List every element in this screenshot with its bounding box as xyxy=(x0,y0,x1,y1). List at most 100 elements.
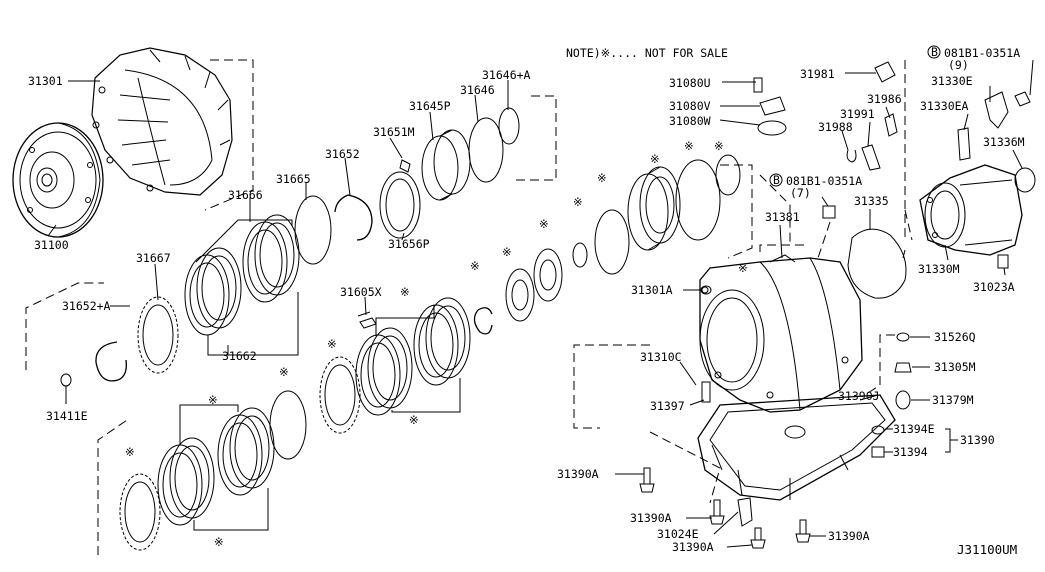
converter-housing xyxy=(91,47,233,196)
plug-31305m xyxy=(894,362,912,373)
callout-31397[interactable]: 31397 xyxy=(650,399,685,413)
callout-31390j[interactable]: 31390J xyxy=(838,389,880,403)
star-mark: ※ xyxy=(214,535,224,549)
snap-ring-31652 xyxy=(334,194,373,241)
seal-31336m xyxy=(1014,167,1036,193)
o-ring-31526q xyxy=(896,332,910,342)
callout-31305m[interactable]: 31305M xyxy=(934,360,976,374)
bolt-31390a-1 xyxy=(639,467,655,493)
callout-31652[interactable]: 31652 xyxy=(325,147,360,161)
callout-31080w[interactable]: 31080W xyxy=(669,114,711,128)
torque-converter xyxy=(12,122,104,238)
callout-31390a-3[interactable]: 31390A xyxy=(672,540,714,554)
bracket-31330ea xyxy=(957,127,971,161)
spring-31605x xyxy=(357,311,377,329)
callout-31646[interactable]: 31646 xyxy=(460,83,495,97)
callout-31991[interactable]: 31991 xyxy=(840,107,875,121)
callout-31526q[interactable]: 31526Q xyxy=(934,330,976,344)
callout-31394e[interactable]: 31394E xyxy=(893,422,935,436)
callout-31310c[interactable]: 31310C xyxy=(640,350,682,364)
callout-081b1-0351a-7-qty: (7) xyxy=(790,186,811,200)
callout-31390a-2[interactable]: 31390A xyxy=(630,511,672,525)
snap-ring-31652a xyxy=(95,341,127,382)
bolt-31301a xyxy=(700,285,712,295)
snap-ring-middle xyxy=(473,307,493,335)
clutch-pack-lower-middle xyxy=(319,297,471,434)
drawing-id: J31100UM xyxy=(957,542,1017,557)
callout-31665[interactable]: 31665 xyxy=(276,172,311,186)
callout-31662[interactable]: 31662 xyxy=(222,349,257,363)
callout-31379m[interactable]: 31379M xyxy=(932,393,974,407)
piston-31656p xyxy=(379,171,421,239)
star-mark: ※ xyxy=(409,413,419,427)
callout-31981[interactable]: 31981 xyxy=(800,67,835,81)
callout-31390a-1[interactable]: 31390A xyxy=(557,467,599,481)
star-mark: ※ xyxy=(597,171,607,185)
callout-31390a-4[interactable]: 31390A xyxy=(828,529,870,543)
callout-081b1-0351a-7-label[interactable]: 081B1-0351A xyxy=(786,174,862,188)
lever-31991 xyxy=(861,144,881,171)
callout-31301a[interactable]: 31301A xyxy=(631,283,673,297)
callout-31330m[interactable]: 31330M xyxy=(918,262,960,276)
callout-31666[interactable]: 31666 xyxy=(228,188,263,202)
callout-31301[interactable]: 31301 xyxy=(28,74,63,88)
callout-31390[interactable]: 31390 xyxy=(960,433,995,447)
spring-31988 xyxy=(846,149,857,163)
bolt-081b1-7 xyxy=(822,205,836,219)
callout-081b1-0351a-9[interactable]: B 081B1-0351A (9) xyxy=(927,45,1020,72)
bolt-081b1-9 xyxy=(1014,91,1031,107)
callout-31335[interactable]: 31335 xyxy=(854,194,889,208)
callout-31024e[interactable]: 31024E xyxy=(657,527,699,541)
bolt-31023a xyxy=(997,254,1009,269)
callout-31411e[interactable]: 31411E xyxy=(46,409,88,423)
star-mark: ※ xyxy=(327,337,337,351)
callout-31330ea[interactable]: 31330EA xyxy=(920,99,969,113)
callout-31023a[interactable]: 31023A xyxy=(973,280,1015,294)
callout-31667[interactable]: 31667 xyxy=(136,251,171,265)
callout-31080v[interactable]: 31080V xyxy=(669,99,711,113)
note-not-for-sale: NOTE)※.... NOT FOR SALE xyxy=(566,46,728,60)
ring-gear-drum xyxy=(627,166,681,251)
callout-081b1-0351a-9-qty: (9) xyxy=(948,58,969,72)
callout-31656p[interactable]: 31656P xyxy=(388,237,430,251)
callout-31988[interactable]: 31988 xyxy=(818,120,853,134)
drain-plug-31394 xyxy=(871,446,885,458)
bearing-assembly xyxy=(505,209,630,322)
sensor-31080 xyxy=(753,77,787,136)
washer-31394e xyxy=(871,425,885,435)
callout-31605x[interactable]: 31605X xyxy=(340,285,382,299)
callout-31381[interactable]: 31381 xyxy=(765,210,800,224)
pin-31986 xyxy=(884,113,898,137)
callout-31336m[interactable]: 31336M xyxy=(983,135,1025,149)
bolt-31390a-4 xyxy=(795,519,811,543)
clutch-pack-lower-left xyxy=(119,390,307,551)
callout-31651m[interactable]: 31651M xyxy=(373,125,415,139)
circled-b: B xyxy=(773,173,780,187)
bracket-31981 xyxy=(874,61,896,83)
star-mark: ※ xyxy=(539,217,549,231)
drum-31645p xyxy=(421,129,471,201)
clutch-pack-31666 xyxy=(184,214,300,336)
callout-31080u[interactable]: 31080U xyxy=(669,76,711,90)
star-mark: ※ xyxy=(573,195,583,209)
pin-31397 xyxy=(701,381,711,403)
ring-31646 xyxy=(468,117,504,183)
star-marks: ※ ※ ※ ※ ※ ※ ※ ※ ※ ※ ※ ※ ※ ※ ※ ※ xyxy=(125,139,748,549)
callout-31645p[interactable]: 31645P xyxy=(409,99,451,113)
star-mark: ※ xyxy=(125,445,135,459)
callout-31986[interactable]: 31986 xyxy=(867,92,902,106)
callout-31100[interactable]: 31100 xyxy=(34,238,69,252)
ring-31665 xyxy=(294,195,332,265)
star-mark: ※ xyxy=(738,261,748,275)
star-mark: ※ xyxy=(400,285,410,299)
callout-31330e[interactable]: 31330E xyxy=(931,74,973,88)
callout-31394[interactable]: 31394 xyxy=(893,445,928,459)
callout-31646a[interactable]: 31646+A xyxy=(482,68,531,82)
callout-081b1-0351a-7[interactable]: B 081B1-0351A (7) xyxy=(769,173,862,200)
bracket-31330e xyxy=(984,91,1009,129)
gasket-31335 xyxy=(847,228,907,299)
seal-31379m xyxy=(895,390,911,410)
callout-31652a[interactable]: 31652+A xyxy=(62,299,111,313)
callout-081b1-0351a-9-label[interactable]: 081B1-0351A xyxy=(944,46,1020,60)
